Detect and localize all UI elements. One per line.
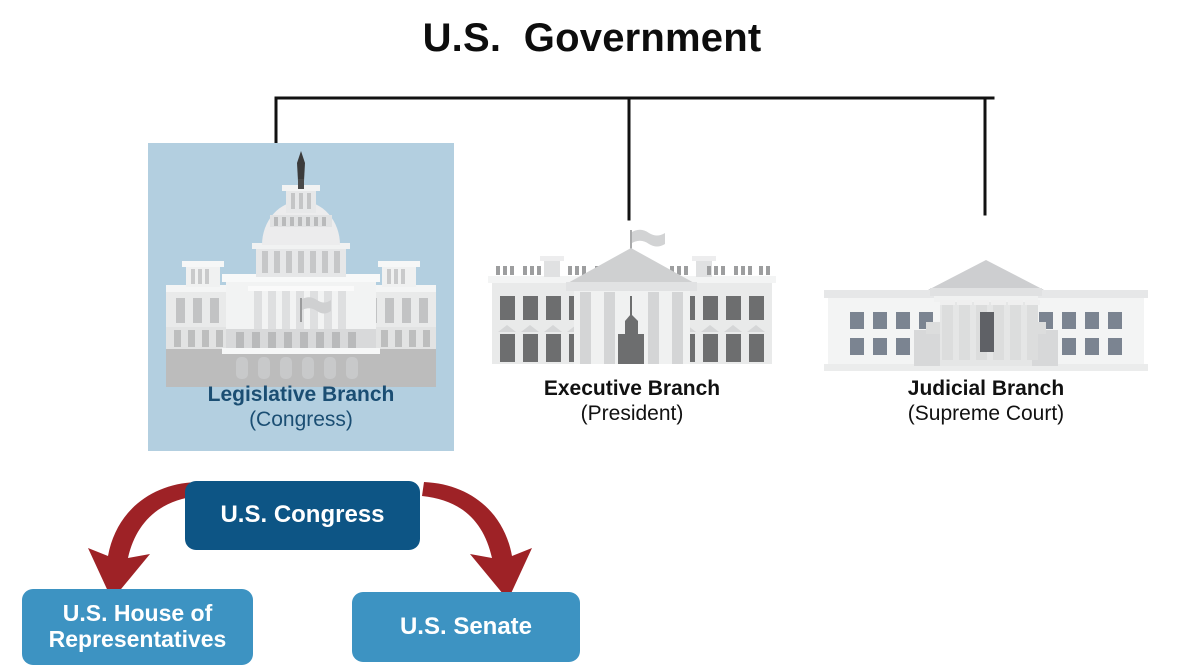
- arrow-to-house: [88, 482, 198, 600]
- arrow-to-senate: [422, 482, 532, 600]
- branch-executive-subtitle: (President): [580, 401, 684, 425]
- branch-judicial-caption: Judicial Branch (Supreme Court): [818, 377, 1154, 427]
- page-title: U.S. Government: [422, 16, 762, 60]
- us-house-label: U.S. House of Representatives: [48, 600, 227, 652]
- branch-judicial[interactable]: Judicial Branch (Supreme Court): [818, 252, 1154, 452]
- branch-judicial-name: Judicial Branch: [907, 377, 1065, 400]
- capitol-building-icon: [166, 151, 436, 387]
- us-congress-label: U.S. Congress: [220, 501, 385, 529]
- branch-executive-name: Executive Branch: [543, 377, 721, 400]
- us-senate-label: U.S. Senate: [399, 612, 533, 640]
- supreme-court-building-icon: [824, 260, 1148, 371]
- branch-executive[interactable]: Executive Branch (President): [482, 222, 782, 452]
- us-senate-box[interactable]: U.S. Senate: [352, 592, 580, 662]
- branch-legislative[interactable]: Legislative Branch (Congress): [148, 143, 454, 451]
- branch-executive-caption: Executive Branch (President): [482, 377, 782, 427]
- white-house-icon: [488, 229, 776, 364]
- branch-legislative-caption: Legislative Branch (Congress): [148, 383, 454, 433]
- branch-legislative-name: Legislative Branch: [207, 383, 395, 406]
- us-congress-box[interactable]: U.S. Congress: [185, 481, 420, 550]
- us-house-of-representatives-box[interactable]: U.S. House of Representatives: [22, 589, 253, 665]
- branch-judicial-subtitle: (Supreme Court): [907, 401, 1065, 425]
- branch-legislative-subtitle: (Congress): [249, 407, 353, 431]
